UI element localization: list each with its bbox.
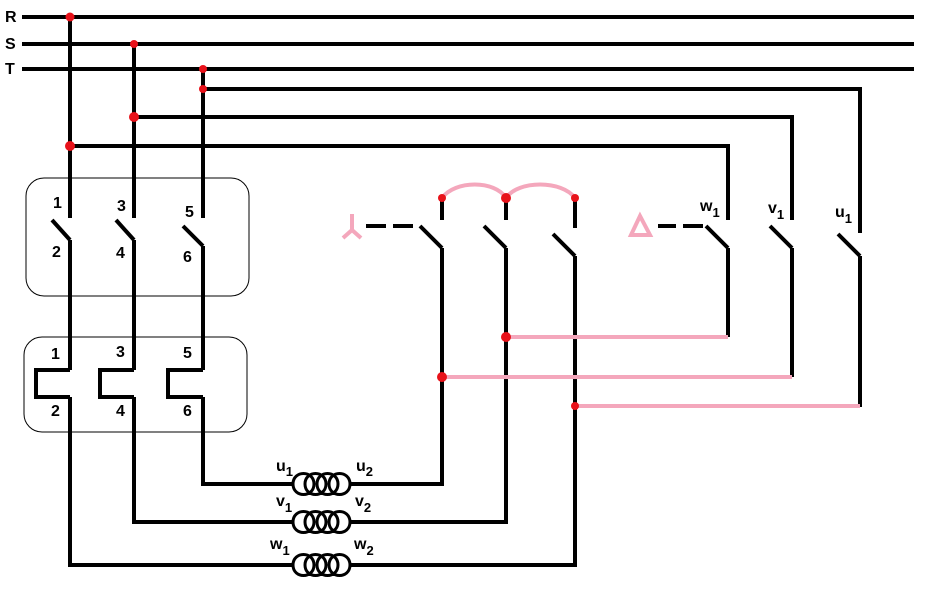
terminal-w1: w1 xyxy=(269,536,290,558)
label-r: R xyxy=(5,9,17,26)
junction-dot xyxy=(65,12,75,22)
contact-label-6: 6 xyxy=(183,249,192,266)
star-contactor xyxy=(341,182,577,258)
switch-contact xyxy=(181,224,205,248)
junction-dot xyxy=(571,402,579,410)
label-t: T xyxy=(5,61,15,78)
terminal-v2: v2 xyxy=(355,493,371,515)
star-bridge xyxy=(440,182,508,200)
switch-contact xyxy=(836,232,862,258)
switch-contact xyxy=(114,218,136,242)
switch-contact xyxy=(551,232,577,258)
delta-contactor: w1 v1 u1 xyxy=(627,198,862,407)
terminal-u2: u2 xyxy=(356,458,373,479)
supply-lines: R S T xyxy=(5,9,914,78)
contact-label-1: 1 xyxy=(51,346,60,363)
terminal-u1: u1 xyxy=(276,458,293,479)
main-contactor: 1 3 5 2 4 6 xyxy=(25,177,250,370)
junction-dot xyxy=(501,193,511,203)
winding-u xyxy=(291,472,352,496)
junction-dot xyxy=(501,332,511,342)
junction-dot xyxy=(129,112,139,122)
junction-dot xyxy=(199,85,207,93)
contact-label-4: 4 xyxy=(116,245,125,262)
junction-dot xyxy=(571,194,579,202)
switch-contact xyxy=(418,224,444,250)
contact-label-4: 4 xyxy=(116,403,125,420)
junction-dot xyxy=(130,40,138,48)
junction-dot xyxy=(438,194,446,202)
main-contactor-frame xyxy=(25,177,250,297)
contact-label-3: 3 xyxy=(116,344,125,361)
contact-label-1: 1 xyxy=(53,195,62,212)
junction-dot xyxy=(437,372,447,382)
contact-label-5: 5 xyxy=(185,204,194,221)
winding-w xyxy=(291,553,352,577)
main-feeds xyxy=(68,17,205,218)
star-bridge xyxy=(504,182,577,200)
contact-label-6: 6 xyxy=(183,403,192,420)
delta-label-w1: w1 xyxy=(699,198,720,220)
switch-contact xyxy=(704,224,730,250)
terminal-w2: w2 xyxy=(353,536,374,558)
contact-label-2: 2 xyxy=(52,244,61,261)
coil-returns xyxy=(350,248,577,567)
switch-contact xyxy=(482,224,508,250)
contact-label-3: 3 xyxy=(117,198,126,215)
terminal-v1: v1 xyxy=(276,493,292,515)
delta-links xyxy=(442,335,860,408)
switch-contact xyxy=(768,224,794,250)
star-symbol-icon xyxy=(341,214,363,240)
junction-dot xyxy=(65,141,75,151)
winding-v xyxy=(291,510,352,534)
delta-label-u1: u1 xyxy=(835,204,852,226)
switch-contact xyxy=(50,218,72,242)
junction-dot xyxy=(199,65,207,73)
delta-feeds xyxy=(70,87,862,233)
delta-label-v1: v1 xyxy=(768,200,784,222)
junctions xyxy=(65,12,579,410)
coil-feeds xyxy=(68,397,293,567)
motor-windings: u1 u2 v1 v2 w1 w2 xyxy=(269,458,374,577)
delta-symbol-icon xyxy=(627,211,654,237)
contact-label-2: 2 xyxy=(51,403,60,420)
bypass-contactor: 1 3 5 2 4 6 xyxy=(23,336,248,433)
contact-label-5: 5 xyxy=(183,345,192,362)
label-s: S xyxy=(5,36,16,53)
